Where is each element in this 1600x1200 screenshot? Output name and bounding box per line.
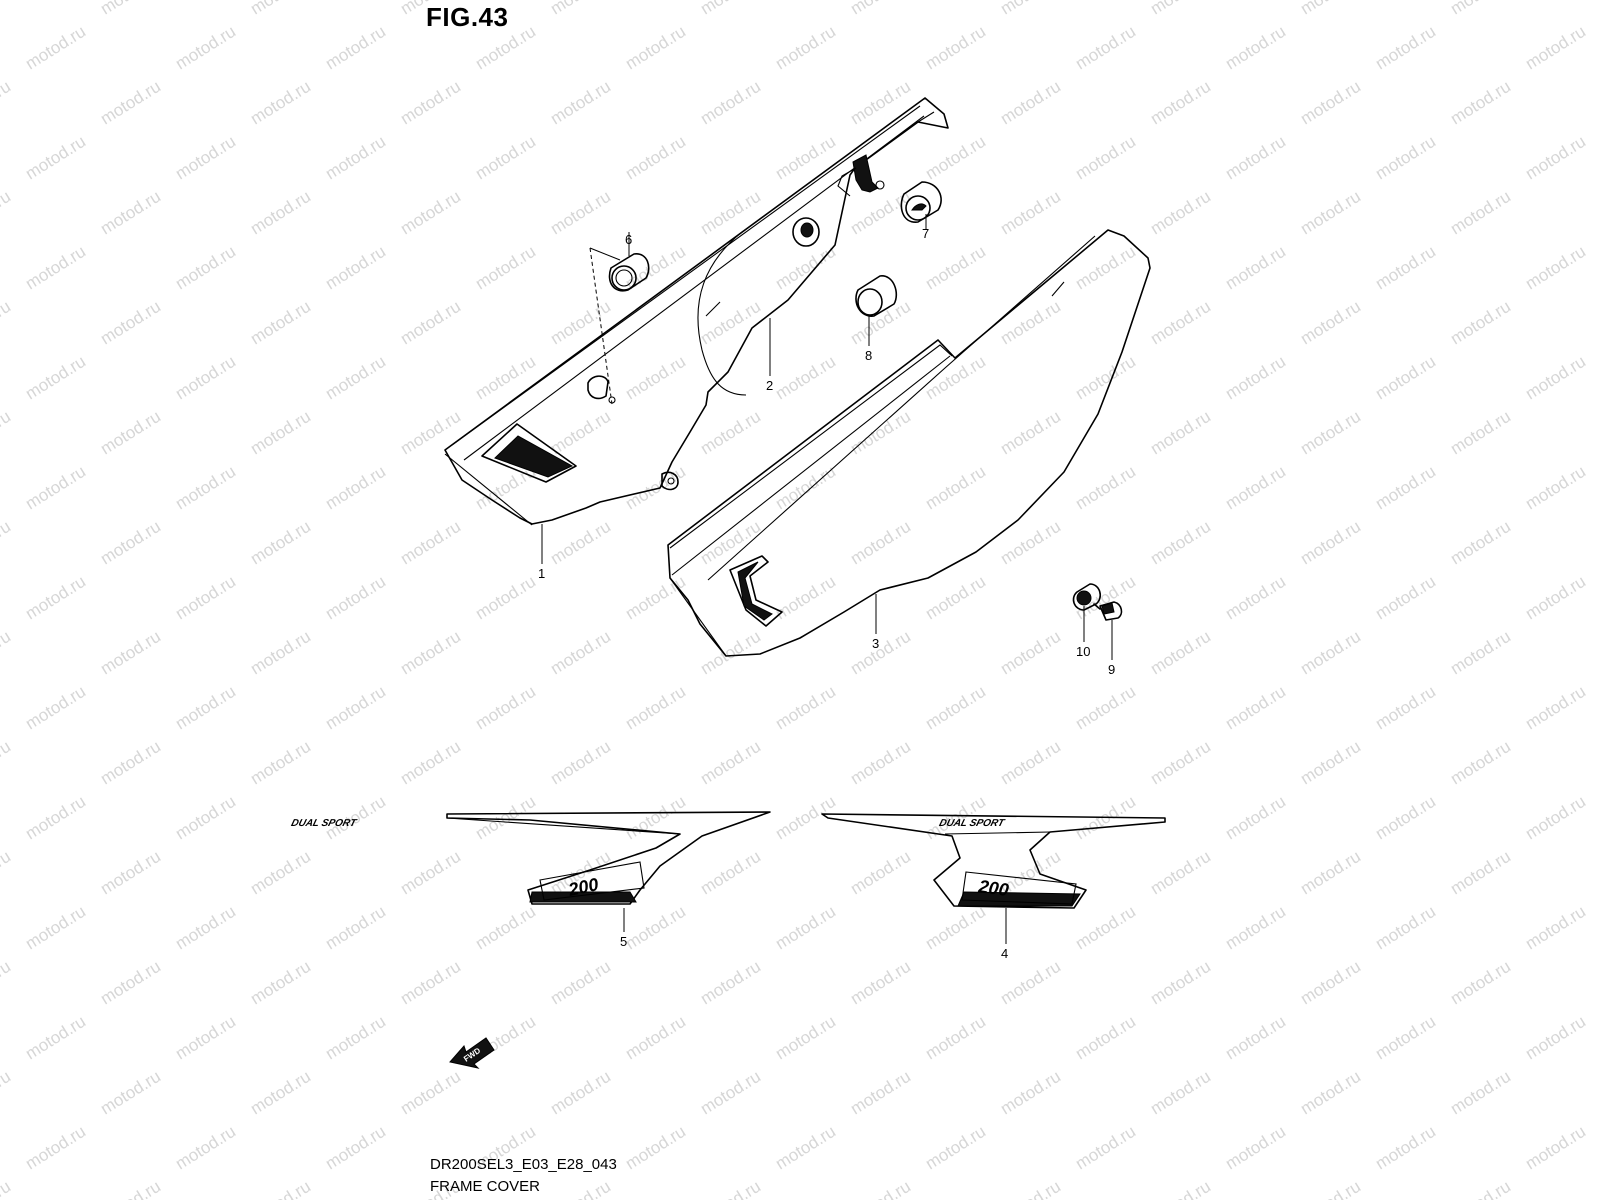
callout-10: 10 (1076, 644, 1090, 659)
figure-caption: FRAME COVER (430, 1178, 541, 1195)
decal-5-model-text: DUAL SPORT (290, 818, 358, 829)
frame-cover-right-part-3 (667, 229, 1151, 657)
callout-3: 3 (872, 636, 879, 651)
callout-9: 9 (1108, 662, 1115, 677)
callout-4: 4 (1001, 946, 1008, 961)
bolt-part-9 (1093, 601, 1123, 621)
callout-6: 6 (625, 232, 632, 247)
decal-part-4: DUAL SPORT 200 (821, 813, 1166, 909)
callout-2: 2 (766, 378, 773, 393)
callout-8: 8 (865, 348, 872, 363)
callout-leaders (541, 214, 1113, 944)
grommet-part-6 (608, 253, 650, 292)
decal-4-number-text: 200 (976, 876, 1010, 900)
figure-code: DR200SEL3_E03_E28_043 (430, 1156, 617, 1173)
fwd-arrow-icon: FWD (449, 1037, 495, 1069)
callout-5: 5 (620, 934, 627, 949)
washer-part-10 (1072, 583, 1102, 611)
figure-title: FIG.43 (426, 2, 509, 32)
callout-1: 1 (538, 566, 545, 581)
callout-7: 7 (922, 226, 929, 241)
cushion-part-8 (855, 275, 898, 317)
decal-4-model-text: DUAL SPORT (938, 818, 1006, 829)
decal-part-5: DUAL SPORT 200 (290, 811, 771, 905)
grommet-part-7 (900, 181, 942, 223)
frame-cover-left-part-1 (444, 97, 949, 526)
